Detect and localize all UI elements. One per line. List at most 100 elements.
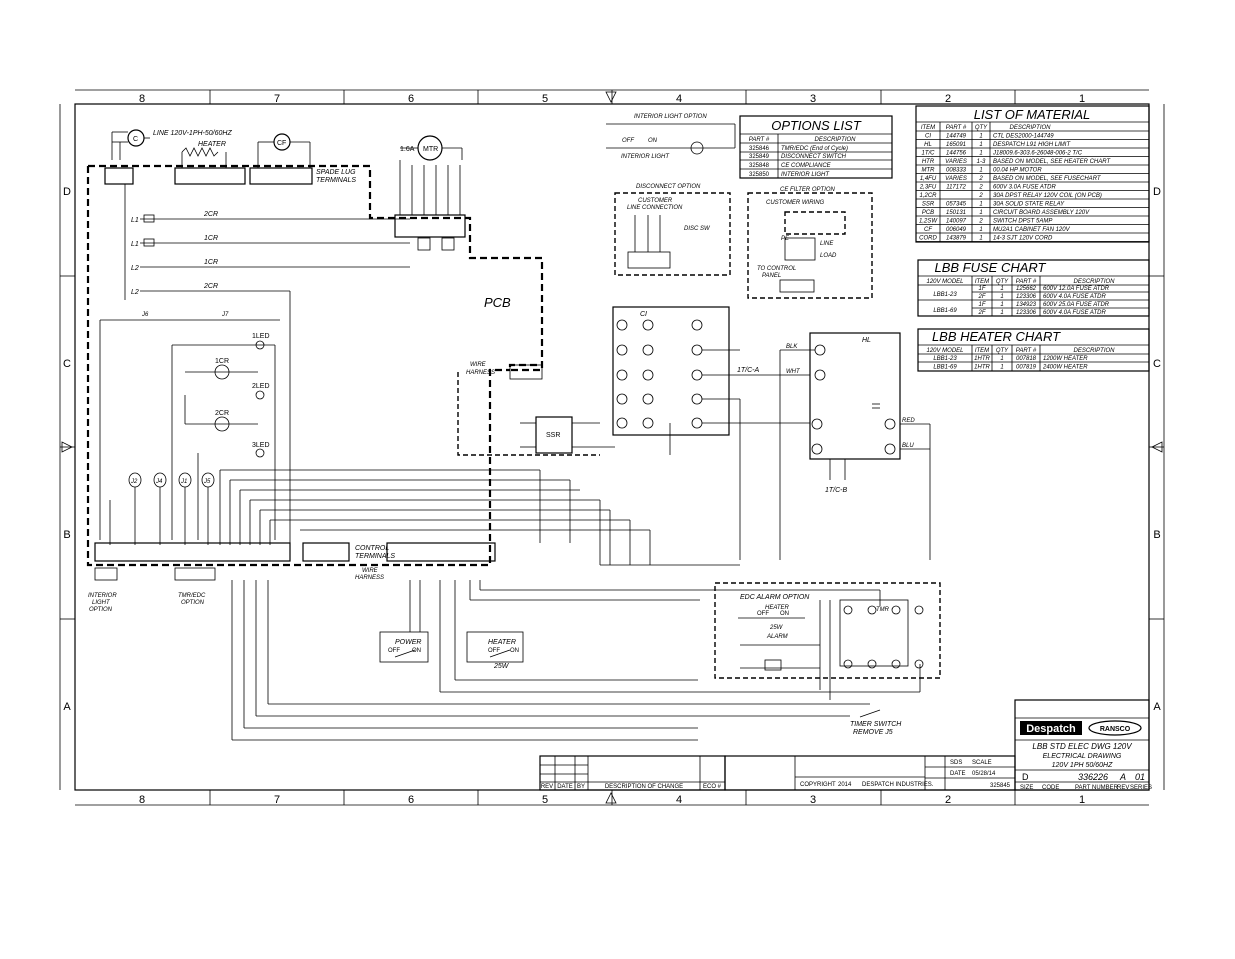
heater-cell-part: 007818 <box>1016 356 1037 362</box>
row-label: A <box>63 701 71 713</box>
row-label: B <box>1153 529 1160 541</box>
svg-text:L2: L2 <box>131 289 139 296</box>
lom-cell-description: CTL DES2000-144749 <box>993 134 1054 140</box>
heater-cell-model: LBB1-69 <box>933 365 957 371</box>
heater-element-icon <box>181 147 219 157</box>
control-terminals-label-2: TERMINALS <box>355 553 395 560</box>
svg-text:ECO #: ECO # <box>703 784 722 790</box>
svg-text:DISCONNECT SWITCH: DISCONNECT SWITCH <box>781 154 847 160</box>
center-arrow-icon <box>605 792 617 804</box>
lom-cell-item: 1,4FU <box>920 176 937 182</box>
lom-cell-description: 00.04 HP MOTOR <box>993 168 1042 174</box>
lom-cell-qty: 1 <box>979 168 982 174</box>
heater-cell-part: 007819 <box>1016 365 1037 371</box>
lom-cell-qty: 2 <box>978 193 983 199</box>
svg-text:REV: REV <box>1117 785 1129 791</box>
svg-text:25W: 25W <box>769 625 784 631</box>
heater-cell-model: LBB1-23 <box>933 356 957 362</box>
svg-text:SDS: SDS <box>950 760 962 766</box>
lom-cell-part: 057345 <box>946 202 967 208</box>
fuse-cell-model: LBB1-69 <box>933 308 957 314</box>
lom-cell-part: 150131 <box>946 210 966 216</box>
timer-box <box>839 599 909 667</box>
lom-cell-qty: 1 <box>979 142 982 148</box>
interior-light-label: INTERIOR LIGHT <box>621 154 670 160</box>
svg-text:COPYRIGHT: COPYRIGHT <box>800 782 836 788</box>
row-label: C <box>63 358 71 370</box>
drawing-title-1: LBB STD ELEC DWG 120V <box>1032 742 1132 751</box>
col-label: 7 <box>274 93 280 105</box>
lom-cell-qty: 2 <box>978 176 983 182</box>
timer-switch-label: TIMER SWITCH <box>850 721 902 728</box>
lom-cell-part: 144749 <box>946 134 967 140</box>
disconnect-option: DISCONNECT OPTION CUSTOMER LINE CONNECTI… <box>614 184 731 276</box>
fuse-icon <box>143 238 155 247</box>
fuse-header: DESCRIPTION <box>1073 279 1115 285</box>
svg-text:ITEM: ITEM <box>921 125 935 131</box>
svg-text:CUSTOMER WIRING: CUSTOMER WIRING <box>766 200 825 206</box>
lom-cell-item: CORD <box>919 236 937 242</box>
col-label: 4 <box>676 93 682 105</box>
column-labels: 8 7 6 5 4 3 2 1 8 7 6 5 4 3 2 1 <box>139 93 1085 806</box>
lom-cell-description: 600V 3.0A FUSE ATDR <box>993 185 1056 191</box>
power-label: POWER <box>395 639 421 646</box>
svg-text:L1: L1 <box>131 241 139 248</box>
fuse-cell-qty: 1 <box>1000 294 1003 300</box>
wire-harness-lower-label-2: HARNESS <box>355 575 384 581</box>
col-label: 1 <box>1079 794 1085 806</box>
row-label: C <box>1153 358 1161 370</box>
col-label: 2 <box>945 93 951 105</box>
svg-text:CUSTOMER: CUSTOMER <box>638 198 673 204</box>
lom-cell-description: DESPATCH L91 HIGH LIMIT <box>993 142 1071 148</box>
svg-text:OFF: OFF <box>757 611 769 617</box>
heater-cell-qty: 1 <box>1000 365 1003 371</box>
heater-label: HEATER <box>198 141 226 148</box>
svg-text:ON: ON <box>648 138 658 144</box>
interior-lamp-icon <box>690 141 704 155</box>
col-label: 7 <box>274 794 280 806</box>
fuse-header: ITEM <box>975 279 989 285</box>
svg-text:OFF: OFF <box>488 648 500 654</box>
center-arrow-icon <box>1151 441 1163 453</box>
lom-cell-description: BASED ON MODEL, SEE FUSECHART <box>993 176 1102 182</box>
fuse-cell-description: 600V 4.0A FUSE ATDR <box>1043 294 1106 300</box>
power-input-section: C LINE 120V-1PH-50/60HZ HEATER CF <box>111 129 311 168</box>
edc-alarm-option: EDC ALARM OPTION HEATER OFF ON 25W ALARM… <box>698 582 941 736</box>
svg-text:J7: J7 <box>221 312 229 318</box>
row-label: B <box>63 529 70 541</box>
col-label: 8 <box>139 794 145 806</box>
heater-cell-description: 2400W HEATER <box>1042 365 1088 371</box>
fuse-icon <box>143 214 155 223</box>
jumpers: J2 J4 J1 J5 J6 J7 <box>128 312 229 488</box>
alarm-label: ALARM <box>766 634 788 640</box>
fuse-cell-item: 1F <box>978 302 985 308</box>
svg-text:2CR: 2CR <box>203 211 218 218</box>
lom-cell-item: 2,3FU <box>919 185 937 191</box>
svg-text:J2: J2 <box>130 479 138 485</box>
lom-cell-description: 30A DPST RELAY 120V COIL (ON PCB) <box>993 193 1102 199</box>
svg-text:2014: 2014 <box>838 782 852 788</box>
svg-text:DATE: DATE <box>557 784 573 790</box>
lom-cell-qty: 1 <box>979 210 982 216</box>
svg-text:SCALE: SCALE <box>972 760 992 766</box>
lom-cell-qty: 2 <box>978 185 983 191</box>
drawing-title-2: ELECTRICAL DRAWING <box>1043 753 1122 760</box>
fuse-header: 120V MODEL <box>926 279 963 285</box>
lom-cell-qty: 2 <box>978 219 983 225</box>
lom-cell-part: 008333 <box>946 168 967 174</box>
ransco-logo <box>1088 720 1142 736</box>
svg-text:25W: 25W <box>493 663 510 670</box>
svg-text:J6: J6 <box>141 312 149 318</box>
svg-text:325850: 325850 <box>749 172 770 178</box>
svg-text:SERIES: SERIES <box>1130 785 1152 791</box>
lom-cell-item: HTR <box>922 159 935 165</box>
relay-contacts: L1 2CR L1 1CR L2 1CR L2 2CR <box>124 184 410 300</box>
fuse-cell-part: 134923 <box>1016 302 1037 308</box>
wire-harness-label-2: HARNESS <box>466 370 495 376</box>
lom-cell-part: 165091 <box>946 142 966 148</box>
heater-cell-description: 1200W HEATER <box>1043 356 1088 362</box>
led-icon <box>255 390 265 400</box>
lom-cell-part: 117172 <box>946 185 966 191</box>
svg-text:BY: BY <box>577 784 585 790</box>
